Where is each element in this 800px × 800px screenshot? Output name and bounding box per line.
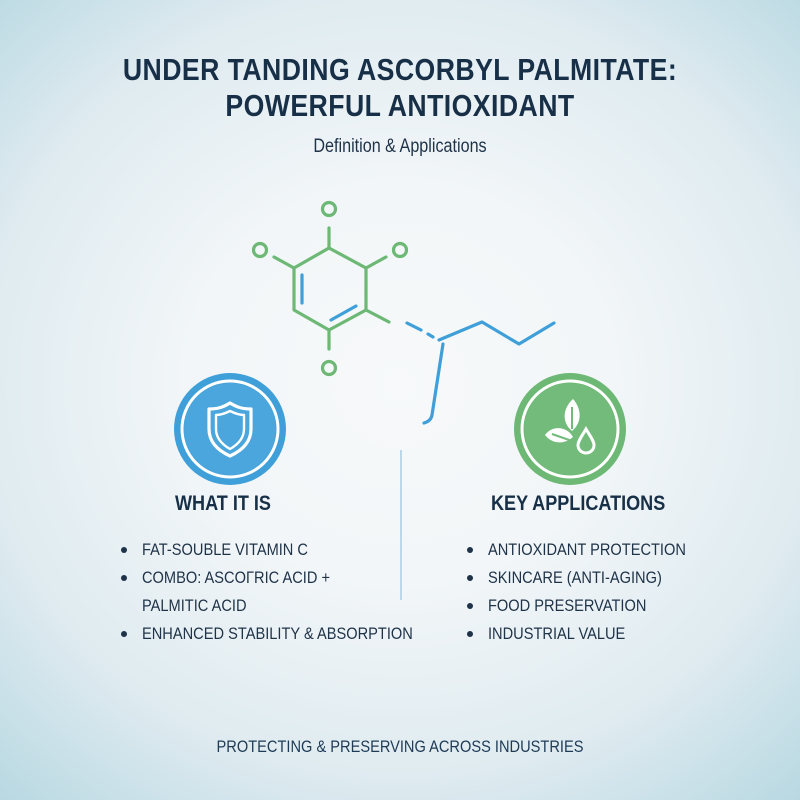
bullet-icon — [121, 575, 127, 581]
bullet-icon — [467, 575, 473, 581]
subtitle: Definition & Applications — [313, 136, 487, 157]
shield-icon — [174, 373, 286, 485]
what-it-is-list: FAT-SOUBLE VITAMIN C COMBO: ASCOΓRIC ACI… — [121, 536, 457, 648]
bullet-icon — [467, 603, 473, 609]
footer-tagline: PROTECTING & PRESERVING ACROSS INDUSTRIE… — [216, 737, 584, 756]
column-divider — [400, 450, 402, 600]
list-item: ENHANCED STABILITY & ABSORPTION — [121, 620, 457, 648]
list-item: FOOD PRESERVATION — [467, 592, 718, 620]
key-applications-heading: KEY APPLICATIONS — [491, 492, 666, 515]
list-item: SKINCARE (ANTI-AGING) — [467, 564, 718, 592]
bullet-icon — [121, 547, 127, 553]
title-line-1: UNDER TANDING ASCORBYL PALMITATE: — [122, 52, 678, 87]
title-line-2: POWERFUL ANTIOXIDANT — [225, 88, 575, 123]
bullet-icon — [467, 631, 473, 637]
list-item: FAT-SOUBLE VITAMIN C — [121, 536, 457, 564]
bullet-icon — [467, 547, 473, 553]
leaves-droplet-icon — [514, 373, 626, 485]
list-item: ANTIOXIDANT PROTECTION — [467, 536, 718, 564]
list-item: INDUSTRIAL VALUE — [467, 620, 718, 648]
what-it-is-heading: WHAT IT IS — [175, 492, 271, 515]
list-item: COMBO: ASCOΓRIC ACID + — [121, 564, 457, 592]
key-applications-list: ANTIOXIDANT PROTECTION SKINCARE (ANTI-AG… — [467, 536, 718, 648]
bullet-icon — [121, 631, 127, 637]
list-item-continuation: PALMITIC ACID — [142, 596, 247, 615]
